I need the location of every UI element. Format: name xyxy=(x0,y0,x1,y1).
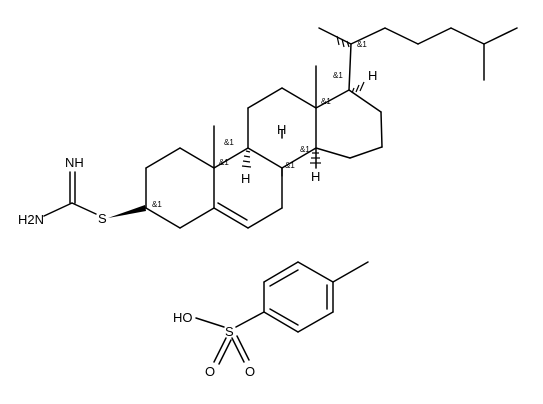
bond-s-o-left-a xyxy=(213,337,227,363)
stereo-label-c8: &1 xyxy=(285,161,295,170)
atom-ho: HO xyxy=(173,310,193,325)
stereo-label-c14: &1 xyxy=(300,145,310,154)
bond-c-s xyxy=(71,202,97,215)
atom-nh: NH xyxy=(65,155,84,170)
h-bonds xyxy=(281,129,317,177)
stereo-label-c10: &1 xyxy=(219,158,229,167)
atom-s-thio: S xyxy=(98,211,107,226)
stereo-label-c17: &1 xyxy=(333,71,343,80)
atom-o-right: O xyxy=(245,364,255,379)
toluene-ring-bonds xyxy=(195,261,369,365)
bond-c5-c6-double xyxy=(217,202,248,221)
atom-h-c17: H xyxy=(368,68,377,83)
atom-h-c8: H xyxy=(277,122,286,137)
ring-c-bonds xyxy=(247,87,317,169)
stereo-label-c3: &1 xyxy=(152,200,162,209)
side-chain-bonds xyxy=(213,27,518,169)
ring-a-bonds xyxy=(145,147,215,229)
atom-h-c14: H xyxy=(311,169,320,184)
bond-s-o-right-b xyxy=(236,335,250,361)
ring-d-bonds xyxy=(315,89,383,159)
bond-s-o-right-a xyxy=(231,337,245,363)
stereo-labels: &1 &1 &1 &1 &1 &1 &1 &1 xyxy=(152,40,367,209)
stereo-label-c13: &1 xyxy=(321,97,331,106)
bond-s-oh xyxy=(195,317,225,328)
isothiourea-bonds xyxy=(43,171,146,218)
atom-h2n: H2N xyxy=(18,212,44,227)
atom-s-sulfonyl: S xyxy=(225,324,234,339)
atom-h-c9: H xyxy=(241,171,250,186)
bond-s-o-left-b xyxy=(218,339,232,365)
stereo-label-c9: &1 xyxy=(224,138,234,147)
bond-ring-s xyxy=(235,311,265,328)
atom-o-left: O xyxy=(205,364,215,379)
wedge-s-c3 xyxy=(108,205,146,218)
atom-labels: NH H2N S H H H H HO S O O xyxy=(18,68,377,379)
stereo-label-c20: &1 xyxy=(357,40,367,49)
methyl-toluene xyxy=(332,261,369,283)
bond-c-nh2 xyxy=(43,202,73,217)
